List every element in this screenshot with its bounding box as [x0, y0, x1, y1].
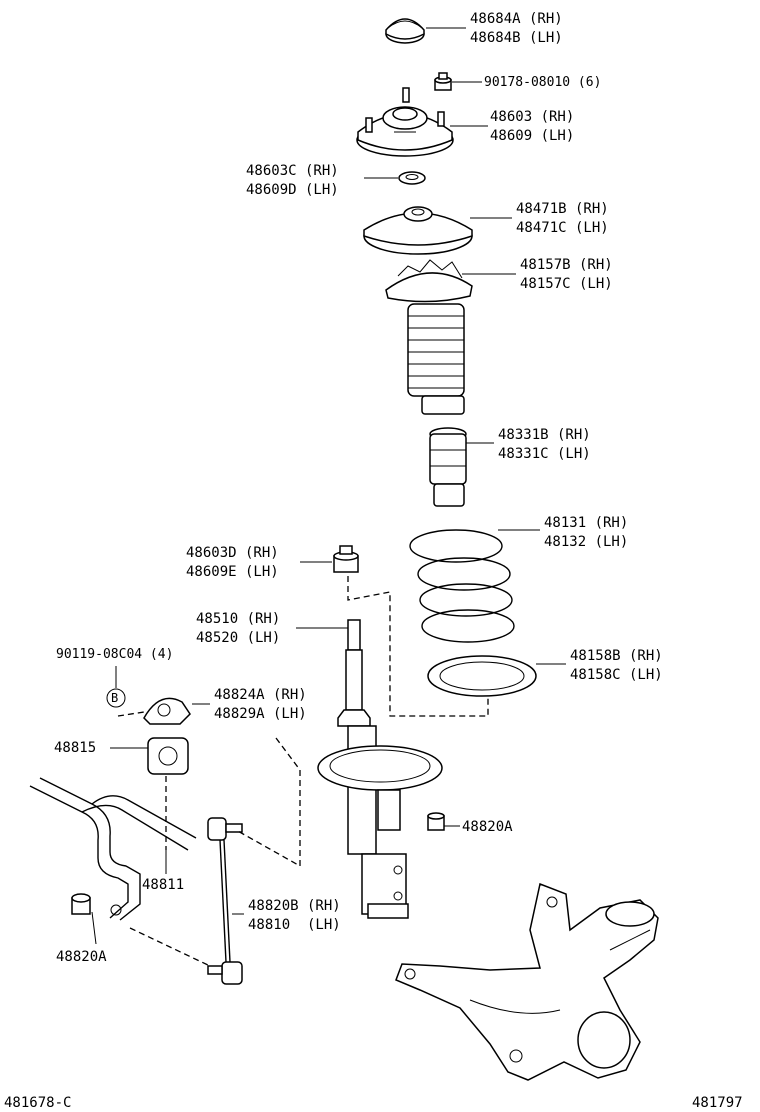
callout-b-circle: [106, 688, 126, 708]
cap-part: [385, 18, 425, 44]
label-cap-rh: 48684A (RH): [470, 11, 563, 27]
label-spring-lh: 48132 (LH): [544, 534, 629, 550]
bushing-part: [147, 737, 189, 775]
stabilizer-bar-part: [29, 777, 197, 921]
label-strut-rh: 48510 (RH): [196, 611, 281, 627]
label-mount-rh: 48603 (RH): [490, 109, 575, 125]
dashed-guide-link: [235, 737, 301, 868]
label-bushing: 48815: [54, 740, 97, 756]
label-bracket-lh: 48829A (LH): [214, 706, 307, 722]
label-seat-lh: 48471C (LH): [516, 220, 609, 236]
top-nut-part: [434, 72, 452, 91]
label-seat-rh: 48471B (RH): [516, 201, 609, 217]
right-nut-part: [427, 812, 445, 831]
label-spring-rh: 48131 (RH): [544, 515, 629, 531]
dashed-guide-bracket: [117, 711, 145, 717]
label-insulator-rh: 48158B (RH): [570, 648, 663, 664]
left-nut-part: [71, 893, 91, 915]
footer-right-code: 481797: [692, 1095, 743, 1111]
label-boot-lh: 48157C (LH): [520, 276, 613, 292]
dashed-guide-bar: [129, 927, 211, 967]
dust-boot-part: [385, 259, 473, 415]
label-bolt: 90119-08C04 (4): [56, 647, 174, 662]
label-top-nut: 90178-08010 (6): [484, 75, 602, 90]
bearing-part: [398, 171, 426, 185]
steering-knuckle-part: [395, 882, 659, 1081]
dashed-guide-strut: [347, 576, 489, 717]
leader-lines: [91, 27, 566, 945]
label-stabilizer: 48811: [142, 877, 185, 893]
stabilizer-link-part: [207, 817, 243, 985]
spring-insulator-part: [427, 655, 537, 697]
label-insulator-lh: 48158C (LH): [570, 667, 663, 683]
label-bearing-lh: 48609D (LH): [246, 182, 339, 198]
label-boot-rh: 48157B (RH): [520, 257, 613, 273]
label-strut-nut-lh: 48609E (LH): [186, 564, 279, 580]
label-right-nut: 48820A: [462, 819, 513, 835]
bump-stopper-part: [429, 427, 467, 507]
label-mount-lh: 48609 (LH): [490, 128, 575, 144]
strut-nut-part: [333, 545, 359, 573]
coil-spring-part: [409, 529, 515, 643]
label-link-lh: 48810 (LH): [248, 917, 341, 933]
label-bracket-rh: 48824A (RH): [214, 687, 307, 703]
label-strut-nut-rh: 48603D (RH): [186, 545, 279, 561]
label-strut-lh: 48520 (LH): [196, 630, 281, 646]
callout-b-letter: B: [111, 691, 119, 705]
upper-spring-seat-part: [363, 206, 473, 255]
label-link-rh: 48820B (RH): [248, 898, 341, 914]
strut-part: [317, 619, 443, 919]
label-bearing-rh: 48603C (RH): [246, 163, 339, 179]
label-bumper-rh: 48331B (RH): [498, 427, 591, 443]
bracket-part: [143, 697, 191, 725]
label-bumper-lh: 48331C (LH): [498, 446, 591, 462]
footer-left-code: 481678-C: [4, 1095, 72, 1111]
label-cap-lh: 48684B (LH): [470, 30, 563, 46]
label-left-nut: 48820A: [56, 949, 107, 965]
upper-mount-part: [356, 87, 454, 157]
